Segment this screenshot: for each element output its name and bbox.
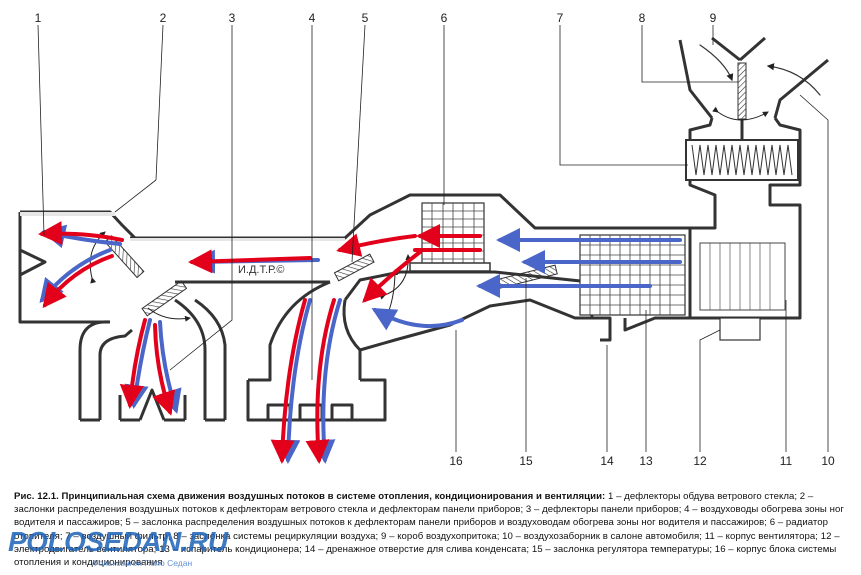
callout-10: 10: [821, 454, 835, 468]
callout-13: 13: [639, 454, 653, 468]
figure-caption: Рис. 12.1. Принципиальная схема движения…: [14, 490, 850, 569]
callout-numbers: 1 2 3 4 5 6 7 8 9 10 11 12 13 14 15 16: [35, 11, 835, 468]
warm-flow-arrow: [362, 250, 422, 303]
blower-motor: [719, 317, 761, 341]
housing: [18, 36, 829, 422]
callout-4: 4: [309, 11, 316, 25]
warm-flow-arrow: [270, 298, 307, 464]
evaporator: [579, 234, 686, 316]
warm-flow-arrow: [119, 318, 147, 409]
caption-title: Рис. 12.1. Принципиальная схема движения…: [14, 491, 606, 502]
intake-flow-arrow: [699, 44, 734, 82]
callout-3: 3: [229, 11, 236, 25]
site-watermark-logo: POLOSEDAN.RU: [8, 526, 228, 557]
air-filter: [685, 139, 799, 181]
housing-fill: [20, 212, 345, 241]
callout-14: 14: [600, 454, 614, 468]
callout-8: 8: [639, 11, 646, 25]
callout-2: 2: [160, 11, 167, 25]
intake-flow-arrow: [766, 63, 821, 96]
callout-12: 12: [693, 454, 707, 468]
callout-9: 9: [710, 11, 717, 25]
distribution-flap: [333, 253, 375, 282]
callout-1: 1: [35, 11, 42, 25]
cool-flow-arrow: [371, 308, 464, 331]
blower-housing: [699, 242, 786, 311]
callout-15: 15: [519, 454, 533, 468]
caption-body: 1 – дефлекторы обдува ветрового стекла; …: [14, 491, 844, 569]
callout-11: 11: [780, 454, 793, 468]
callout-16: 16: [449, 454, 463, 468]
warm-flow-arrow: [38, 221, 124, 246]
cool-flow-arrow: [158, 320, 182, 414]
warm-flow-arrow: [305, 298, 336, 464]
site-watermark-subtitle: Фольксваген Поло Седан: [92, 558, 193, 568]
airflow-arrows: [38, 42, 821, 464]
warm-flow-arrow: [188, 249, 312, 274]
callout-6: 6: [441, 11, 448, 25]
cool-flow-arrow: [276, 298, 312, 464]
warm-flow-arrow: [336, 233, 417, 257]
callout-5: 5: [362, 11, 369, 25]
callout-7: 7: [557, 11, 564, 25]
recirculation-flap: [737, 62, 747, 120]
warm-flow-arrow: [42, 254, 114, 309]
copyright-watermark: И.Д.Т.Р.©: [238, 264, 284, 276]
hvac-airflow-diagram: 1 2 3 4 5 6 7 8 9 10 11 12 13 14 15 16 И…: [18, 11, 835, 468]
panel-flap: [141, 280, 188, 317]
leader-lines: [37, 24, 829, 452]
warm-flow-arrow: [152, 323, 176, 416]
